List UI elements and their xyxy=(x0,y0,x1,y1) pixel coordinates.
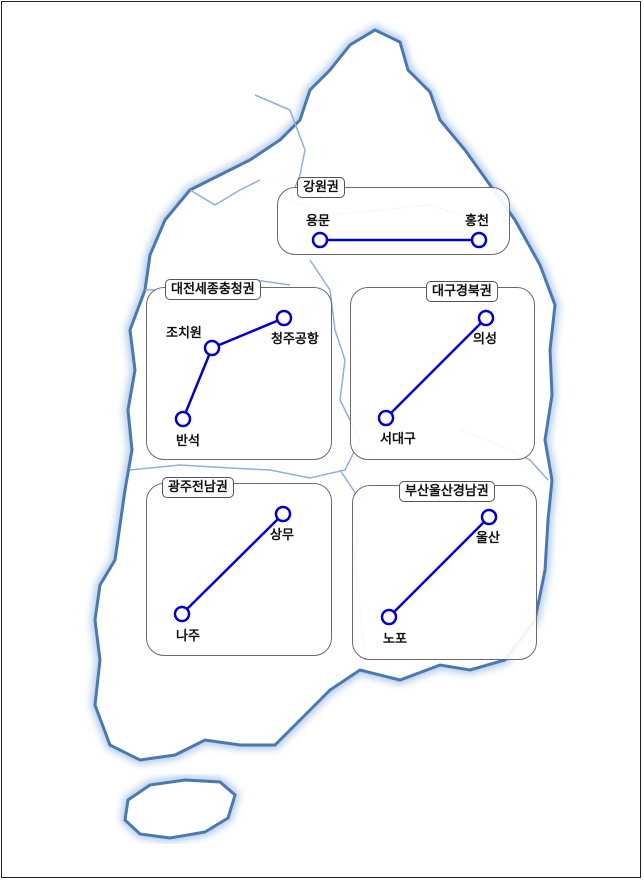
station-label-nopo: 노포 xyxy=(383,632,407,647)
region-label-gwangju: 광주전남권 xyxy=(162,477,234,498)
station-label-uiseong: 의성 xyxy=(473,332,497,347)
station-label-sangmu: 상무 xyxy=(270,528,294,543)
station-label-banseok: 반석 xyxy=(176,434,200,449)
station-label-naju: 나주 xyxy=(176,629,200,644)
station-label-cheongju-airport: 청주공항 xyxy=(271,332,319,347)
station-label-hongcheon: 홍천 xyxy=(465,214,489,229)
region-panel-busan xyxy=(352,485,537,660)
region-panel-daegu xyxy=(350,287,535,460)
region-label-busan: 부산울산경남권 xyxy=(399,481,495,502)
station-label-seodaegu: 서대구 xyxy=(380,432,416,447)
jeju-island xyxy=(123,778,237,840)
station-label-yongmun: 용문 xyxy=(306,214,330,229)
station-label-ulsan: 울산 xyxy=(476,531,500,546)
region-label-chungcheong: 대전세종충청권 xyxy=(165,279,261,300)
station-label-jochiwon: 조치원 xyxy=(166,326,202,341)
region-label-gangwon: 강원권 xyxy=(297,177,345,198)
region-label-daegu: 대구경북권 xyxy=(426,281,498,302)
region-panel-gwangju xyxy=(146,483,332,656)
region-panel-chungcheong xyxy=(146,287,332,460)
